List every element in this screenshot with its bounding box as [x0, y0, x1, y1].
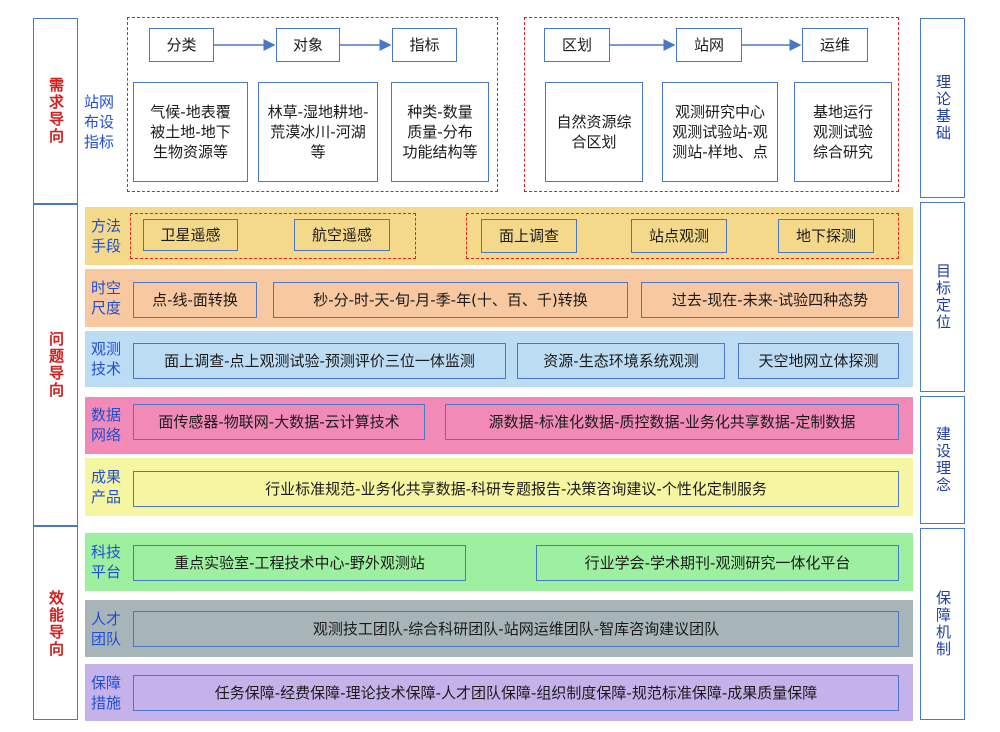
detail-network: 观测研究中心观测试验站-观测站-样地、点 [662, 82, 778, 182]
ground-observation-group [466, 213, 899, 259]
observation-label: 观测技术 [90, 340, 121, 378]
surface-survey: 面上调查 [481, 219, 577, 253]
sensor-iot-bigdata: 面传感器-物联网-大数据-云计算技术 [133, 404, 425, 440]
observation-band [85, 331, 913, 387]
talent-band [85, 600, 913, 657]
guarantee-mechanism-panel: 保障机制 [920, 528, 965, 720]
theory-basis-panel: 理论基础 [920, 18, 965, 198]
left-axis-divider-2 [33, 525, 78, 527]
flow-indicator: 指标 [392, 28, 457, 62]
method-band [85, 207, 913, 265]
platform-label: 科技平台 [90, 543, 121, 581]
support-band [85, 664, 913, 721]
right-flow-group [524, 17, 899, 192]
construction-concept-panel: 建设理念 [920, 396, 965, 524]
key-laboratory: 重点实验室-工程技术中心-野外观测站 [133, 545, 466, 581]
point-line-surface: 点-线-面转换 [133, 282, 257, 318]
station-observation: 站点观测 [631, 219, 727, 253]
team-composition: 观测技工团队-综合科研团队-站网运维团队-智库咨询建议团队 [133, 611, 899, 647]
data-chain: 源数据-标准化数据-质控数据-业务化共享数据-定制数据 [445, 404, 899, 440]
detail-forest: 林草-湿地耕地-荒漠冰川-河湖等 [258, 82, 378, 182]
support-measures: 任务保障-经费保障-理论技术保障-人才团队保障-组织制度保障-规范标准保障-成果… [133, 675, 899, 711]
remote-sensing-group [130, 213, 416, 259]
flow-classify: 分类 [149, 28, 214, 62]
four-states: 过去-现在-未来-试验四种态势 [641, 282, 899, 318]
three-in-one-monitoring: 面上调查-点上观测试验-预测评价三位一体监测 [133, 343, 506, 379]
data-band [85, 397, 913, 454]
flow-operation: 运维 [802, 28, 868, 62]
left-axis [33, 18, 78, 720]
demand-orientation-label: 需求导向 [47, 76, 65, 145]
flow-object: 对象 [276, 28, 340, 62]
detail-climate: 气候-地表覆被土地-地下生物资源等 [133, 82, 248, 182]
space-air-ground-detection: 天空地网立体探测 [738, 343, 899, 379]
target-positioning-panel: 目标定位 [920, 202, 965, 392]
detail-species: 种类-数量质量-分布功能结构等 [391, 82, 489, 182]
support-label: 保障措施 [90, 674, 121, 712]
flow-station-network: 站网 [676, 28, 742, 62]
left-flow-group [127, 17, 498, 192]
problem-orientation-label: 问题导向 [47, 330, 65, 399]
academic-platform: 行业学会-学术期刊-观测研究一体化平台 [536, 545, 899, 581]
method-label: 方法手段 [90, 217, 121, 255]
data-label: 数据网络 [90, 406, 121, 444]
aerial-remote-sensing: 航空遥感 [294, 219, 390, 251]
station-index-label: 站网布设指标 [83, 93, 114, 151]
underground-detection: 地下探测 [778, 219, 874, 253]
detail-zoning: 自然资源综合区划 [545, 82, 643, 182]
product-services: 行业标准规范-业务化共享数据-科研专题报告-决策咨询建议-个性化定制服务 [133, 471, 899, 507]
left-axis-divider-1 [33, 203, 78, 205]
flow-zoning: 区划 [544, 28, 610, 62]
platform-band [85, 533, 913, 591]
resource-eco-observation: 资源-生态环境系统观测 [517, 343, 725, 379]
satellite-remote-sensing: 卫星遥感 [143, 219, 238, 251]
time-scale-conversion: 秒-分-时-天-旬-月-季-年(十、百、千)转换 [273, 282, 628, 318]
talent-label: 人才团队 [90, 610, 121, 648]
efficiency-orientation-label: 效能导向 [47, 589, 65, 658]
detail-operation: 基地运行观测试验综合研究 [794, 82, 892, 182]
spacetime-label: 时空尺度 [90, 279, 121, 317]
product-label: 成果产品 [90, 468, 121, 506]
